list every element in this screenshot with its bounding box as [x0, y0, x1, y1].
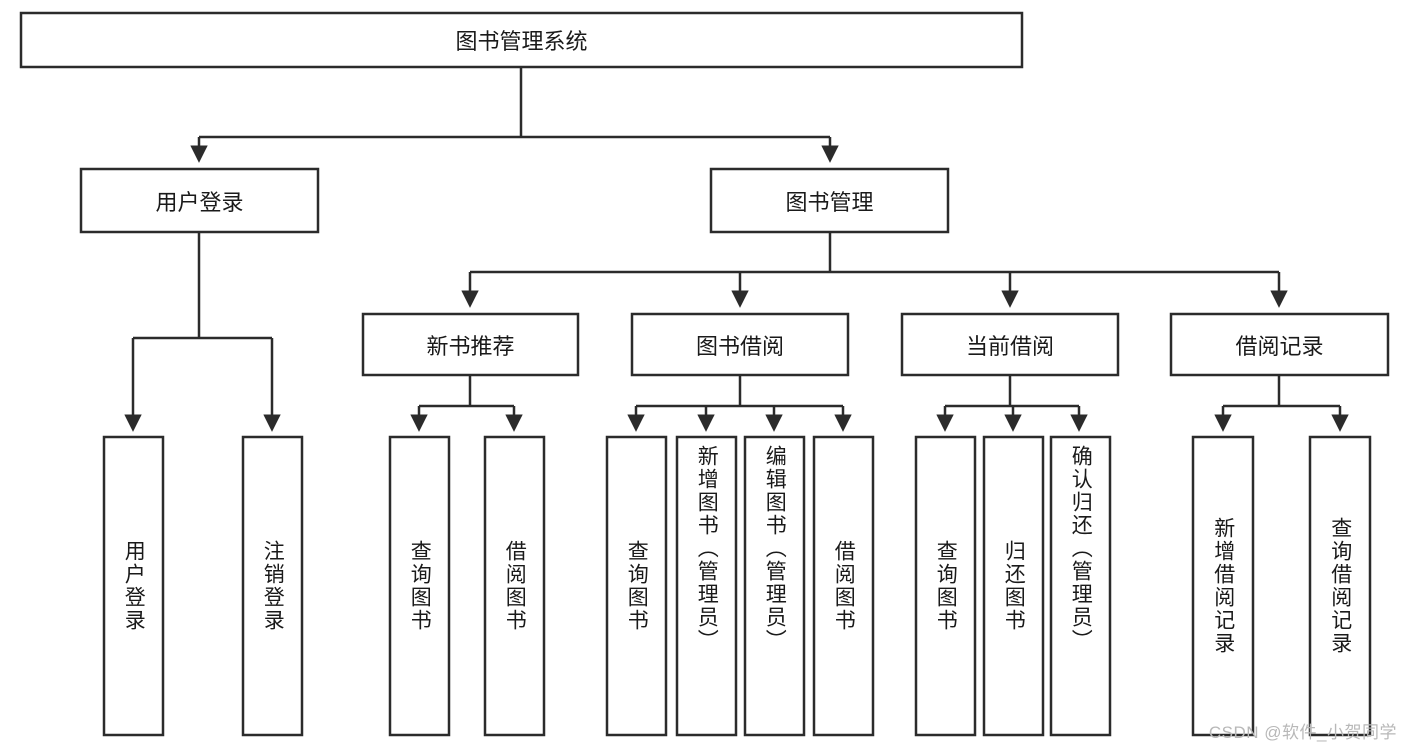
connector-borrow-record-to-leaves [1214, 375, 1349, 432]
csdn-watermark: CSDN @软件_小贺同学 [1208, 723, 1397, 742]
node-book-management[interactable] [709, 167, 950, 234]
leaf-user-login-0[interactable] [102, 435, 165, 737]
connector-current-borrow-to-leaves [936, 375, 1088, 432]
connector-user-login-to-leaves [124, 232, 281, 432]
leaf-user-login-1[interactable] [241, 435, 304, 737]
leaf-current-borrow-2[interactable] [1049, 435, 1112, 737]
connector-root-to-level2 [190, 67, 839, 163]
leaf-borrow-record-1[interactable] [1308, 435, 1372, 737]
leaf-new-book-1[interactable] [483, 435, 546, 737]
node-current-borrowing[interactable] [900, 312, 1120, 377]
node-user-login[interactable] [79, 167, 320, 234]
leaf-current-borrow-0[interactable] [914, 435, 977, 737]
node-root-book-management-system[interactable] [19, 11, 1024, 69]
leaf-borrow-record-0[interactable] [1191, 435, 1255, 737]
leaf-book-borrow-0[interactable] [605, 435, 668, 737]
leaf-book-borrow-2[interactable] [743, 435, 806, 737]
leaf-current-borrow-1[interactable] [982, 435, 1045, 737]
connector-new-book-to-leaves [410, 375, 523, 432]
leaf-book-borrow-1[interactable] [675, 435, 738, 737]
node-new-book-recommendation[interactable] [361, 312, 580, 377]
leaf-new-book-0[interactable] [388, 435, 451, 737]
leaf-book-borrow-3[interactable] [812, 435, 875, 737]
connector-book-borrow-to-leaves [627, 375, 852, 432]
node-borrowing-record[interactable] [1169, 312, 1390, 377]
node-book-borrowing[interactable] [630, 312, 850, 377]
connector-book-mgmt-to-level3 [461, 232, 1288, 308]
